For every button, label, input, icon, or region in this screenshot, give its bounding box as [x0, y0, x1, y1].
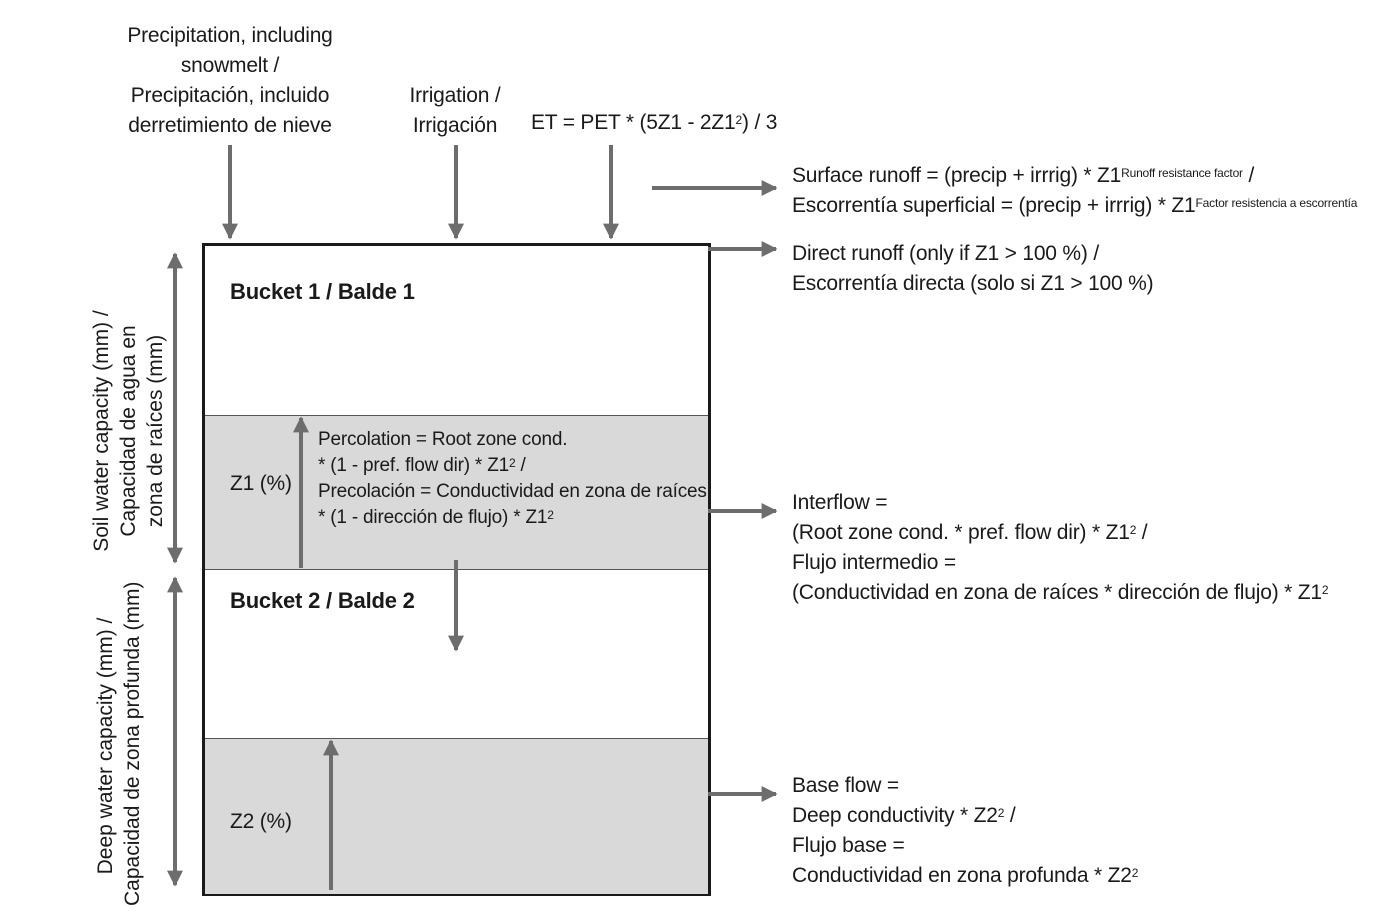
baseflow-l1: Base flow =	[792, 774, 899, 797]
precip-line: snowmelt /	[180, 54, 280, 77]
surface-runoff-es-sup: Factor resistencia a escorrentía	[1195, 196, 1358, 210]
direct-runoff-es: Escorrentía directa (solo si Z1 > 100 %)	[792, 272, 1154, 295]
percolation-sup: 2	[508, 456, 516, 470]
surface-runoff-en-sup: Runoff resistance factor	[1121, 166, 1243, 180]
precip-line: Precipitation, including	[127, 24, 333, 47]
precipitation-label: Precipitation, including snowmelt / Prec…	[110, 21, 350, 141]
surface-runoff-es: Escorrentía superficial = (precip + irrr…	[792, 194, 1196, 217]
soil-capacity-label: Soil water capacity (mm) / Capacidad de …	[88, 271, 172, 591]
et-text: ET = PET * (5Z1 - 2Z1	[531, 111, 736, 134]
baseflow-l3: Flujo base =	[792, 834, 905, 857]
percolation-sup: 2	[547, 508, 554, 522]
percolation-label: Percolation = Root zone cond. * (1 - pre…	[318, 427, 707, 531]
direct-runoff-en: Direct runoff (only if Z1 > 100 %) /	[792, 242, 1099, 265]
bucket1-title: Bucket 1 / Balde 1	[230, 279, 415, 304]
z2-band	[205, 738, 708, 894]
et-sup: 2	[735, 113, 743, 127]
interflow-sup: 2	[1129, 523, 1137, 537]
precip-line: Precipitación, incluido	[130, 84, 330, 107]
baseflow-l2-end: /	[1004, 804, 1016, 827]
interflow-sup: 2	[1321, 583, 1329, 597]
direct-runoff-label: Direct runoff (only if Z1 > 100 %) / Esc…	[792, 239, 1154, 299]
baseflow-label: Base flow = Deep conductivity * Z22 / Fl…	[792, 771, 1138, 891]
irrigation-line: Irrigation /	[409, 84, 501, 107]
surface-runoff-label: Surface runoff = (precip + irrrig) * Z1R…	[792, 161, 1357, 221]
z2-label: Z2 (%)	[230, 810, 292, 833]
deep-capacity-label: Deep water capacity (mm) / Capacidad de …	[92, 581, 148, 906]
et-end: ) / 3	[742, 111, 778, 134]
baseflow-l4: Conductividad en zona profunda * Z2	[792, 864, 1132, 887]
soil-capacity-line: Soil water capacity (mm) /	[90, 310, 113, 552]
baseflow-sup: 2	[1131, 866, 1139, 880]
percolation-l2: * (1 - pref. flow dir) * Z1	[318, 455, 509, 476]
interflow-l3: Flujo intermedio =	[792, 551, 956, 574]
baseflow-l2: Deep conductivity * Z2	[792, 804, 998, 827]
surface-runoff-en: Surface runoff = (precip + irrrig) * Z1	[792, 164, 1122, 187]
deep-capacity-line: Capacidad de zona profunda (mm)	[121, 581, 144, 906]
precip-line: derretimiento de nieve	[128, 114, 332, 137]
percolation-l4: * (1 - dirección de flujo) * Z1	[318, 507, 548, 528]
interflow-l2: (Root zone cond. * pref. flow dir) * Z1	[792, 521, 1130, 544]
percolation-l1: Percolation = Root zone cond.	[318, 429, 568, 450]
soil-capacity-line: zona de raíces (mm)	[144, 334, 167, 528]
irrigation-line: Irrigación	[412, 114, 498, 137]
percolation-l2-end: /	[515, 455, 526, 476]
interflow-l2-end: /	[1136, 521, 1148, 544]
irrigation-label: Irrigation / Irrigación	[395, 81, 515, 141]
bucket2-title: Bucket 2 / Balde 2	[230, 588, 415, 613]
bucket-box	[202, 243, 711, 896]
z1-label: Z1 (%)	[230, 472, 292, 495]
deep-capacity-line: Deep water capacity (mm) /	[94, 617, 117, 875]
interflow-l1: Interflow =	[792, 491, 888, 514]
surface-runoff-en-end: /	[1242, 164, 1255, 187]
z1-band	[205, 415, 708, 570]
baseflow-sup: 2	[997, 806, 1005, 820]
soil-capacity-line: Capacidad de agua en	[117, 325, 140, 537]
percolation-l3: Precolación = Conductividad en zona de r…	[318, 481, 707, 502]
interflow-label: Interflow = (Root zone cond. * pref. flo…	[792, 488, 1329, 608]
et-formula: ET = PET * (5Z1 - 2Z12) / 3	[531, 108, 777, 138]
interflow-l4: (Conductividad en zona de raíces * direc…	[792, 581, 1322, 604]
